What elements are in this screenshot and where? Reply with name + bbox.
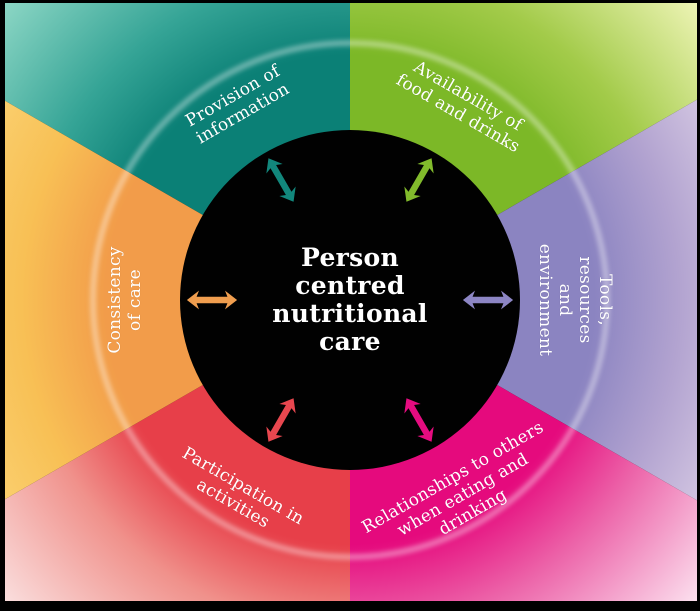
diagram-title: Person centred nutritional care: [272, 243, 428, 356]
bidirectional-arrow-icon: [258, 391, 305, 448]
bidirectional-arrow-icon: [396, 391, 443, 448]
bidirectional-arrow-icon: [186, 288, 238, 312]
bidirectional-arrow-icon: [396, 152, 443, 209]
sector-label-consistency-of-care: Consistency of care: [104, 246, 145, 354]
frame-top: [0, 0, 700, 3]
frame-left: [0, 0, 5, 611]
sector-label-tools-resources-and-environment: Tools, resources and environment: [534, 243, 616, 357]
bidirectional-arrow-icon: [258, 152, 305, 209]
bidirectional-arrow-icon: [462, 288, 514, 312]
frame-right: [697, 0, 700, 611]
outer-glow-ring: [90, 40, 610, 560]
frame-bottom: [0, 601, 700, 611]
